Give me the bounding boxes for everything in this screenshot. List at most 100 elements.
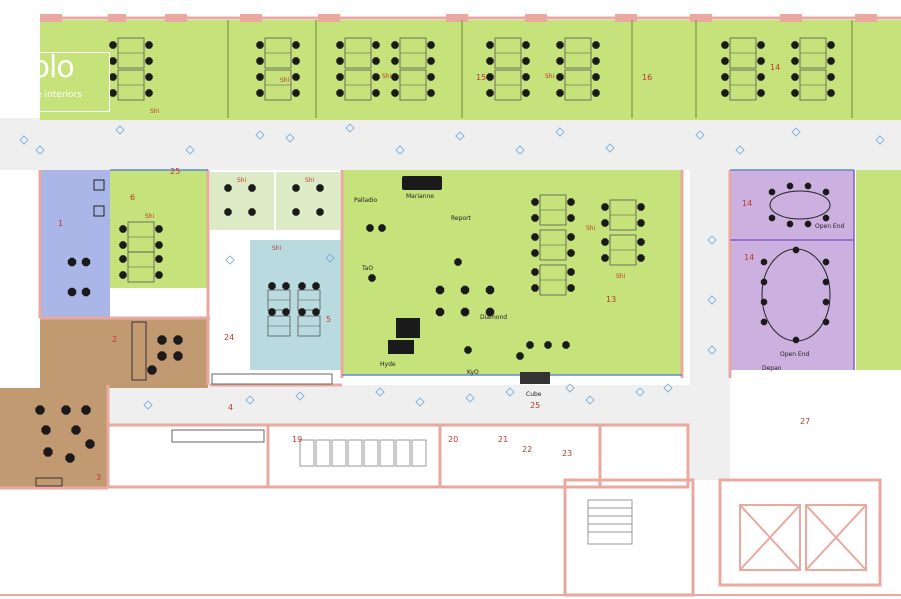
chair xyxy=(522,41,530,49)
chair xyxy=(109,41,117,49)
chair xyxy=(119,271,127,279)
chair xyxy=(531,249,539,257)
room-2-brown xyxy=(40,318,208,388)
chair xyxy=(155,241,163,249)
chair xyxy=(372,89,380,97)
chair xyxy=(637,254,645,262)
top-wall-pillars xyxy=(40,14,877,22)
chair xyxy=(366,224,374,232)
chair xyxy=(827,89,835,97)
sofa xyxy=(388,340,414,354)
chair xyxy=(601,219,609,227)
chair xyxy=(173,335,183,345)
chair xyxy=(485,307,495,317)
lockers xyxy=(211,373,333,385)
chair xyxy=(531,198,539,206)
room-number: 2 xyxy=(112,335,117,344)
dimension-marker xyxy=(395,145,405,155)
chair xyxy=(109,89,117,97)
room-5-teal xyxy=(250,240,342,370)
chair xyxy=(35,405,45,415)
chair xyxy=(791,89,799,97)
chair xyxy=(391,73,399,81)
chair xyxy=(556,57,564,65)
chair xyxy=(460,307,470,317)
chair xyxy=(298,282,306,290)
chair xyxy=(427,57,435,65)
chair xyxy=(721,89,729,97)
room-number: 23 xyxy=(562,449,572,458)
top-open-plan-zone xyxy=(40,20,901,120)
room-number: 13 xyxy=(606,295,616,304)
dimension-marker xyxy=(663,383,673,393)
chair xyxy=(760,278,768,286)
chair xyxy=(522,89,530,97)
label-shi: Shi xyxy=(237,177,247,184)
chair xyxy=(567,284,575,292)
label-shi: Shi xyxy=(382,73,392,80)
chair xyxy=(556,41,564,49)
chair xyxy=(592,73,600,81)
dimension-marker xyxy=(375,387,385,397)
label-shi: Shi xyxy=(150,108,160,115)
room-number: 16 xyxy=(642,73,652,82)
chair xyxy=(567,233,575,241)
chair xyxy=(43,447,53,457)
chair xyxy=(531,233,539,241)
toilet-cubicles xyxy=(299,439,427,467)
right-corridor xyxy=(690,170,730,480)
chair xyxy=(157,335,167,345)
chair xyxy=(544,341,552,349)
chair xyxy=(454,258,462,266)
chair xyxy=(486,41,494,49)
chair xyxy=(81,405,91,415)
room-number: 1 xyxy=(58,219,63,228)
label-shi: Shi xyxy=(586,225,596,232)
chair xyxy=(822,258,830,266)
chair xyxy=(526,341,534,349)
chair xyxy=(67,287,77,297)
dimension-marker xyxy=(285,133,295,143)
chair xyxy=(81,257,91,267)
chair xyxy=(312,282,320,290)
chair xyxy=(522,73,530,81)
chair xyxy=(41,425,51,435)
chair xyxy=(760,298,768,306)
dimension-marker xyxy=(791,127,801,137)
cabinet xyxy=(93,205,105,217)
chair xyxy=(145,41,153,49)
chair xyxy=(119,255,127,263)
chair xyxy=(792,246,800,254)
chair xyxy=(592,57,600,65)
dimension-marker xyxy=(295,391,305,401)
chair xyxy=(427,41,435,49)
room-number: 5 xyxy=(326,315,331,324)
label-shi: Shi xyxy=(545,73,555,80)
chair xyxy=(109,73,117,81)
chair xyxy=(601,203,609,211)
chair xyxy=(145,57,153,65)
chair xyxy=(721,73,729,81)
chair xyxy=(522,57,530,65)
lift-shafts xyxy=(739,504,867,571)
chair xyxy=(827,73,835,81)
chair xyxy=(316,184,324,192)
chair xyxy=(804,220,812,228)
room-label-report: Report xyxy=(451,215,472,222)
room-label-marianne: Marianne xyxy=(406,193,434,200)
room-label-tao: TaO xyxy=(361,265,373,272)
cabinet xyxy=(93,179,105,191)
room-number: 3 xyxy=(96,473,101,482)
chair xyxy=(391,57,399,65)
storage xyxy=(131,321,147,381)
chair xyxy=(336,41,344,49)
dimension-marker xyxy=(35,145,45,155)
chair xyxy=(601,254,609,262)
chair xyxy=(721,57,729,65)
chair xyxy=(268,308,276,316)
chair xyxy=(145,89,153,97)
chair xyxy=(757,73,765,81)
label-shi: Shi xyxy=(145,213,155,220)
